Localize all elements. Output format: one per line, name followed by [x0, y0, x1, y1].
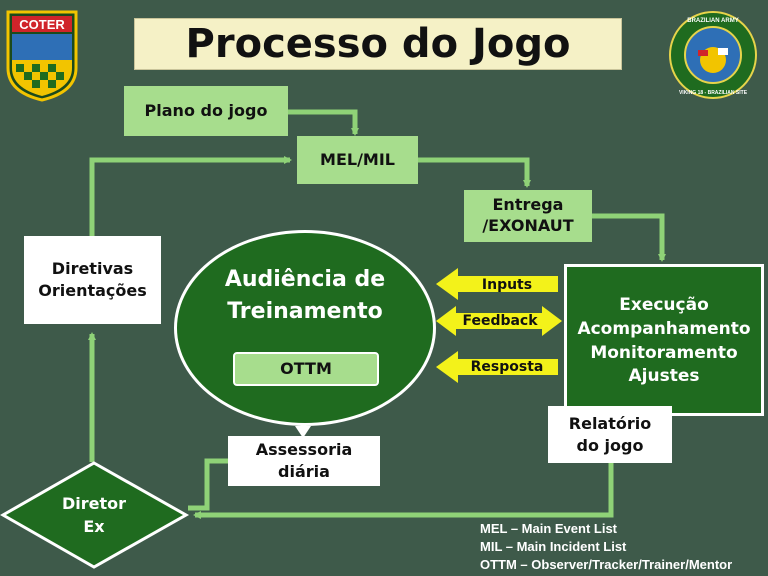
legend-mel: MEL – Main Event List — [480, 521, 618, 536]
connector-entrega-execucao — [592, 213, 666, 262]
resposta-arrow — [436, 351, 558, 383]
ottm-box: OTTM — [233, 352, 379, 386]
viking-badge-logo: BRAZILIAN ARMY VIKING 18 - BRAZILIAN SIT… — [669, 11, 757, 99]
coter-logo-text: COTER — [19, 17, 65, 32]
diretor-label: Diretor Ex — [61, 494, 127, 537]
connector-diretivas-mel — [89, 156, 292, 236]
inputs-label: Inputs — [481, 277, 533, 293]
plano-do-jogo-box: Plano do jogo — [124, 86, 288, 136]
coter-logo: COTER — [6, 10, 78, 102]
diretor-diamond — [0, 461, 190, 569]
connector-assessoria-diretor — [188, 458, 228, 511]
viking-badge-top-text: BRAZILIAN ARMY — [687, 18, 738, 24]
viking-badge-bottom-text: VIKING 18 - BRAZILIAN SITE — [679, 90, 748, 96]
assessoria-box: Assessoria diária — [228, 436, 380, 486]
feedback-label: Feedback — [462, 313, 538, 329]
legend: MEL – Main Event List MIL – Main Inciden… — [480, 520, 732, 575]
execucao-box — [564, 264, 764, 416]
connector-relatorio-diretor — [193, 463, 614, 519]
page-title: Processo do Jogo — [134, 18, 622, 70]
relatorio-box: Relatório do jogo — [548, 406, 672, 463]
mel-mil-box: MEL/MIL — [297, 136, 418, 184]
connector-ottm-arrowhead — [295, 426, 311, 438]
audiencia-label: Audiência de Treinamento — [224, 267, 386, 324]
connector-mel-entrega — [418, 157, 531, 188]
yellow-arrows — [436, 268, 562, 383]
diretivas-box: Diretivas Orientações — [24, 236, 161, 324]
legend-ottm: OTTM – Observer/Tracker/Trainer/Mentor — [480, 557, 733, 573]
execucao-label: Execução Acompanhamento Monitoramento Aj… — [577, 295, 751, 387]
entrega-exonaut-box: Entrega /EXONAUT — [464, 190, 592, 242]
connector-plano-mel — [288, 109, 359, 136]
legend-mil: MIL – Main Incident List — [480, 539, 627, 555]
inputs-arrow — [436, 268, 558, 300]
feedback-arrow — [436, 306, 562, 336]
audiencia-circle — [174, 230, 436, 426]
resposta-label: Resposta — [470, 359, 544, 375]
